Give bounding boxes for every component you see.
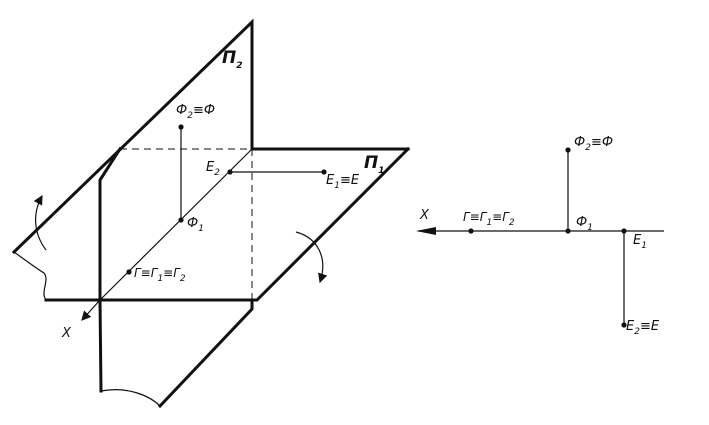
plane-p2: [11, 18, 254, 409]
rotation-arrow-right: [295, 231, 328, 284]
epure-label-e2: E2≡E: [626, 319, 660, 337]
epure-axis: [416, 227, 664, 235]
label-p2: П2: [222, 48, 243, 71]
axis-x-3d: [81, 148, 253, 321]
point-gamma: [126, 269, 132, 275]
epure-label-phi1: Ф1: [576, 215, 593, 233]
label-e1: E1≡E: [326, 173, 360, 191]
epure-point-gamma: [468, 228, 474, 234]
label-phi1: Ф1: [187, 216, 204, 234]
epure-point-phi1: [565, 228, 571, 234]
point-phi1: [178, 217, 184, 223]
plane-p2-break-left: [13, 251, 47, 301]
epure-point-phi2: [565, 147, 571, 153]
epure-point-e1: [621, 228, 627, 234]
hidden-edges: [120, 148, 253, 300]
epure-label-gamma: Г≡Г1≡Г2: [463, 210, 515, 228]
point-e2: [227, 169, 233, 175]
projection-lines-3d: [180, 127, 324, 220]
plane-p2-break-bottom: [100, 389, 161, 407]
label-e2: E2: [206, 160, 220, 178]
epure-label-e1: E1: [633, 233, 647, 251]
label-phi2: Ф2≡Ф: [176, 103, 215, 121]
label-gamma: Г≡Г1≡Г2: [134, 266, 186, 284]
label-p1: П1: [364, 153, 385, 176]
epure-label-phi2: Ф2≡Ф: [574, 135, 613, 153]
point-phi2: [178, 124, 184, 130]
epure-point-e2: [621, 322, 627, 328]
point-e1: [321, 169, 327, 175]
plane-p1: [98, 146, 411, 302]
epure-label-axis-x: X: [419, 208, 430, 223]
rotation-arrow-left: [33, 194, 47, 251]
label-axis-x: X: [61, 326, 72, 341]
